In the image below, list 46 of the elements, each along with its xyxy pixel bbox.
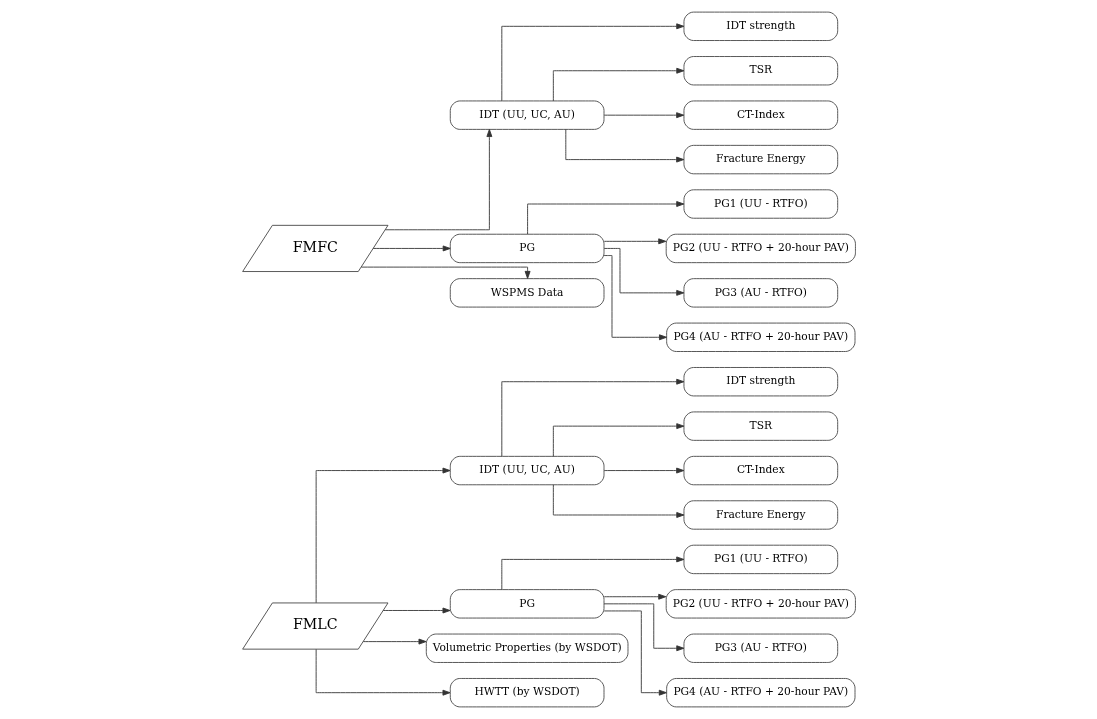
node-box: PG3 (AU - RTFO) — [683, 278, 838, 308]
node-box: WSPMS Data — [449, 278, 604, 308]
node-box: PG4 (AU - RTFO + 20-hour PAV) — [665, 678, 855, 708]
node-box: PG3 (AU - RTFO) — [683, 633, 838, 663]
arrow — [500, 23, 684, 102]
arrow — [552, 67, 684, 102]
arrow — [603, 467, 684, 474]
arrow — [603, 610, 667, 696]
node-box: PG2 (UU - RTFO + 20-hour PAV) — [665, 233, 856, 264]
node-box: Fracture Energy — [683, 144, 838, 175]
node-box: PG — [449, 589, 604, 619]
node-box: CT-Index — [683, 455, 838, 486]
node-box: Fracture Energy — [683, 500, 838, 530]
arrow — [603, 593, 666, 600]
node-box: TSR — [683, 411, 838, 441]
arrow — [603, 238, 666, 245]
arrow — [372, 245, 451, 252]
arrow — [500, 378, 684, 457]
node-box: PG1 (UU - RTFO) — [683, 544, 838, 575]
arrow — [603, 603, 684, 652]
arrow — [382, 607, 450, 614]
node-box: PG — [449, 233, 604, 264]
arrow — [603, 248, 684, 296]
node-box: Volumetric Properties (by WSDOT) — [425, 633, 628, 663]
arrow — [526, 201, 684, 235]
arrow — [603, 112, 684, 119]
node-box: IDT (UU, UC, AU) — [449, 455, 604, 486]
node-box: PG2 (UU - RTFO + 20-hour PAV) — [665, 589, 856, 619]
node-box: IDT strength — [683, 11, 838, 41]
arrow — [360, 266, 531, 279]
arrow — [603, 255, 667, 341]
arrow — [552, 423, 684, 457]
node-box: PG1 (UU - RTFO) — [683, 189, 838, 219]
arrow — [500, 556, 684, 590]
node-box: CT-Index — [683, 100, 838, 130]
node-box: HWTT (by WSDOT) — [449, 678, 604, 708]
arrow — [384, 129, 492, 231]
arrow — [564, 129, 684, 163]
arrow — [362, 638, 426, 645]
arrow — [315, 648, 450, 696]
node-box: IDT strength — [683, 367, 838, 397]
node-box: TSR — [683, 56, 838, 86]
arrow — [315, 467, 450, 604]
node-box: IDT (UU, UC, AU) — [449, 100, 604, 130]
arrow — [552, 484, 684, 518]
node-box: PG4 (AU - RTFO + 20-hour PAV) — [665, 322, 855, 352]
